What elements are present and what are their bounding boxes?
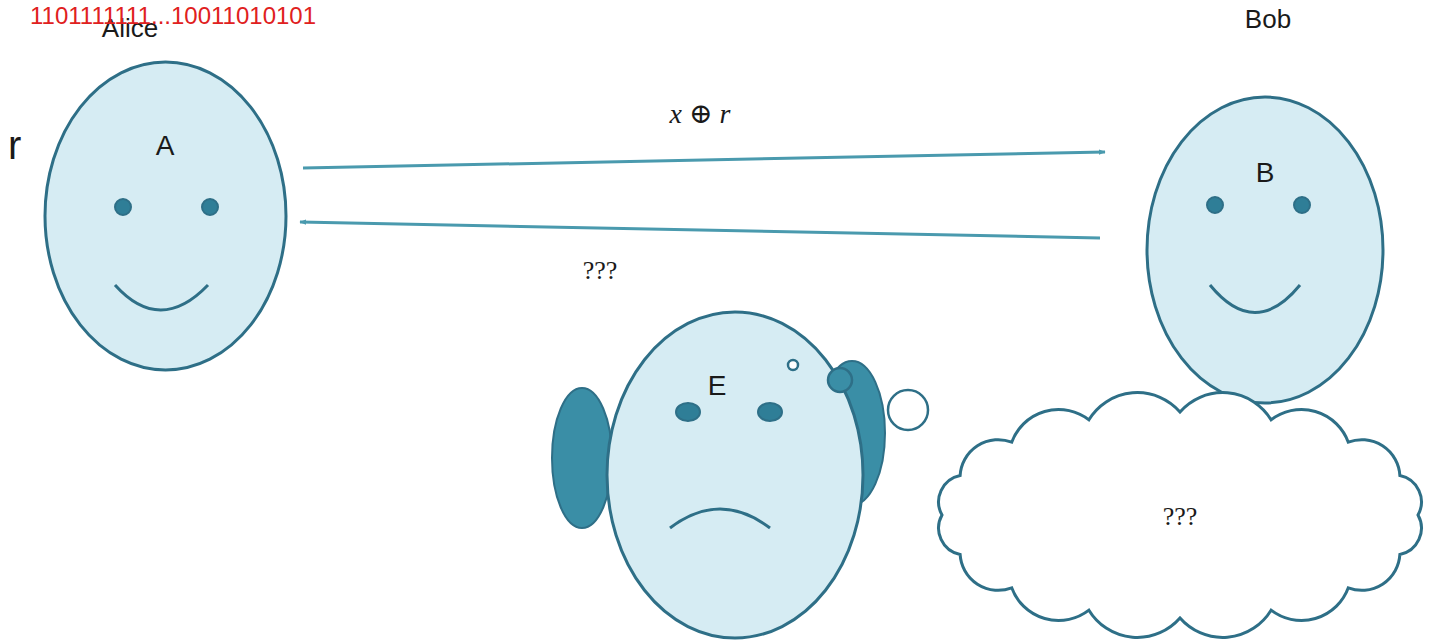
message-arrow — [303, 152, 1105, 168]
thought-cloud: ??? — [920, 390, 1440, 640]
head-outline — [1145, 95, 1385, 405]
message-label: x ⊕ r — [670, 98, 731, 130]
message-label: ??? — [583, 256, 618, 286]
mouth — [670, 509, 770, 528]
key-variable: r — [8, 122, 21, 168]
cloud-shape — [939, 393, 1422, 638]
head-shape — [1147, 97, 1383, 403]
head-shape — [607, 312, 863, 638]
head-outline — [605, 310, 865, 640]
left-ear — [552, 388, 612, 528]
person-face: BobB — [1145, 95, 1385, 405]
person-name: Bob — [1245, 5, 1291, 35]
eye — [115, 199, 131, 215]
person-face: AliceA — [43, 60, 288, 372]
thought-bubble — [888, 390, 928, 430]
thought-bubble — [828, 368, 852, 392]
eavesdropper-face: E — [605, 310, 865, 640]
bit-string: 1101111111...10011010101 — [30, 2, 316, 30]
eye — [202, 199, 218, 215]
eye — [676, 403, 700, 421]
mouth — [1210, 285, 1300, 313]
mouth — [115, 285, 208, 310]
face-letter: E — [708, 370, 727, 402]
thought-text: ??? — [1163, 502, 1198, 532]
head-outline — [43, 60, 288, 372]
head-shape — [45, 62, 286, 370]
face-letter: B — [1256, 157, 1275, 189]
eye — [758, 403, 782, 421]
thought-bubble — [788, 360, 798, 370]
eye — [1207, 197, 1223, 213]
face-letter: A — [156, 130, 175, 162]
message-arrow — [300, 222, 1100, 238]
eye — [1294, 197, 1310, 213]
